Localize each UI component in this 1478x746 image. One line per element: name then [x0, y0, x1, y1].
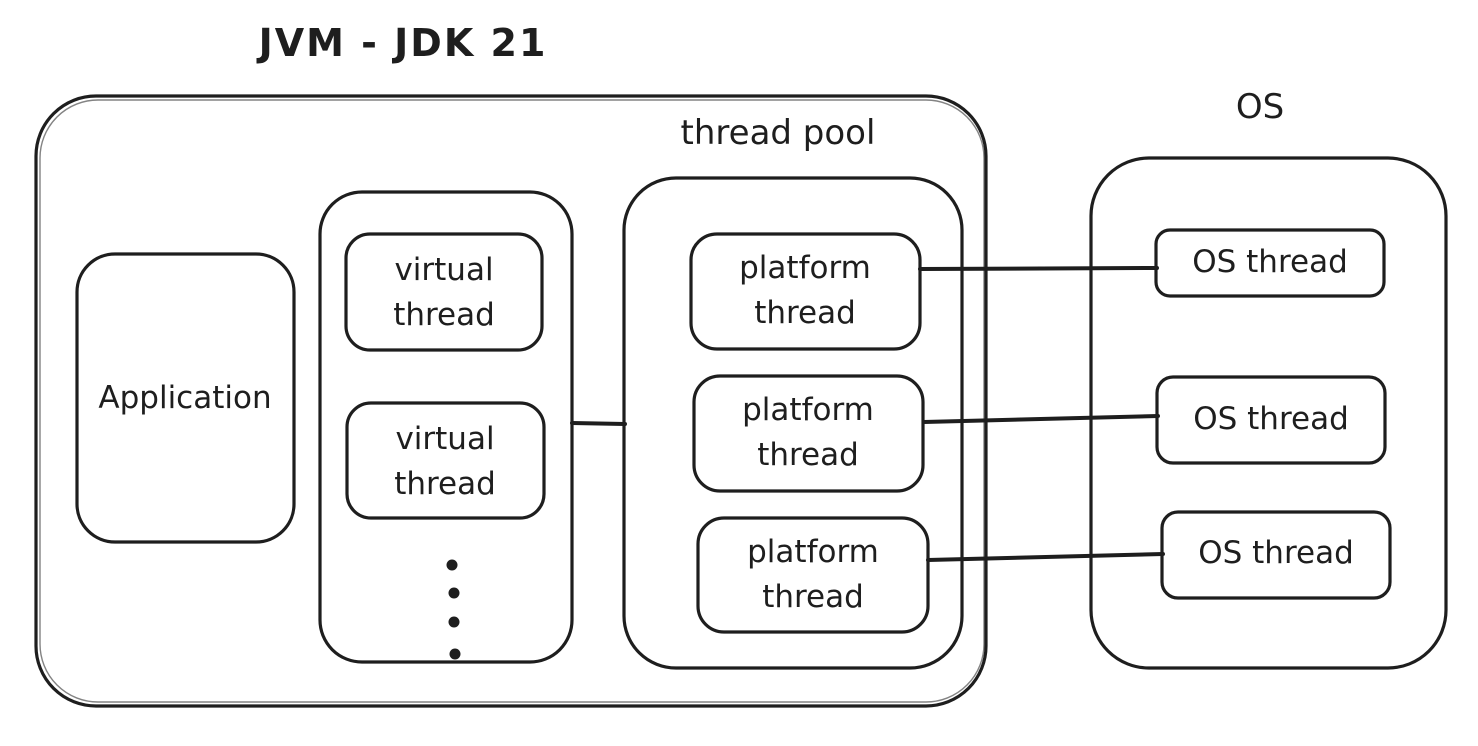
platform-to-os-connector: [922, 414, 1160, 424]
platform-thread-label-line2: thread: [757, 437, 859, 473]
virtual-thread-container: [318, 190, 574, 664]
virtual-thread-node: virtual thread: [344, 232, 544, 352]
platform-thread-node: platform thread: [696, 516, 930, 634]
platform-thread-node: platform thread: [689, 232, 922, 351]
jvm-title: JVM - JDK 21: [256, 21, 548, 65]
os-thread-node: OS thread: [1154, 228, 1386, 298]
more-threads-ellipsis: [446, 559, 461, 660]
platform-to-os-connector: [918, 266, 1159, 271]
os-thread-label: OS thread: [1192, 244, 1348, 280]
virtual-thread-node: virtual thread: [345, 401, 546, 520]
os-thread-node: OS thread: [1155, 375, 1387, 465]
os-container: [1089, 156, 1448, 670]
platform-thread-label-line1: platform: [747, 534, 879, 570]
platform-thread-label-line1: platform: [742, 392, 874, 428]
application-label: Application: [98, 380, 271, 416]
os-thread-label: OS thread: [1193, 401, 1349, 437]
os-thread-node: OS thread: [1160, 510, 1392, 600]
os-title: OS: [1236, 87, 1284, 127]
platform-thread-node: platform thread: [692, 374, 925, 493]
platform-to-os-connector: [926, 552, 1165, 562]
virtual-thread-label-line1: virtual: [395, 421, 494, 457]
jvm-container: [34, 94, 988, 708]
platform-thread-label-line1: platform: [739, 250, 871, 286]
platform-thread-label-line2: thread: [762, 579, 864, 615]
platform-thread-label-line2: thread: [754, 295, 856, 331]
virtual-thread-label-line2: thread: [393, 297, 495, 333]
application-box: Application: [75, 252, 296, 544]
os-thread-label: OS thread: [1198, 535, 1354, 571]
thread-pool-title: thread pool: [681, 113, 876, 153]
virtual-to-pool-connector: [570, 421, 627, 426]
virtual-thread-label-line1: virtual: [394, 252, 493, 288]
virtual-thread-label-line2: thread: [394, 466, 496, 502]
